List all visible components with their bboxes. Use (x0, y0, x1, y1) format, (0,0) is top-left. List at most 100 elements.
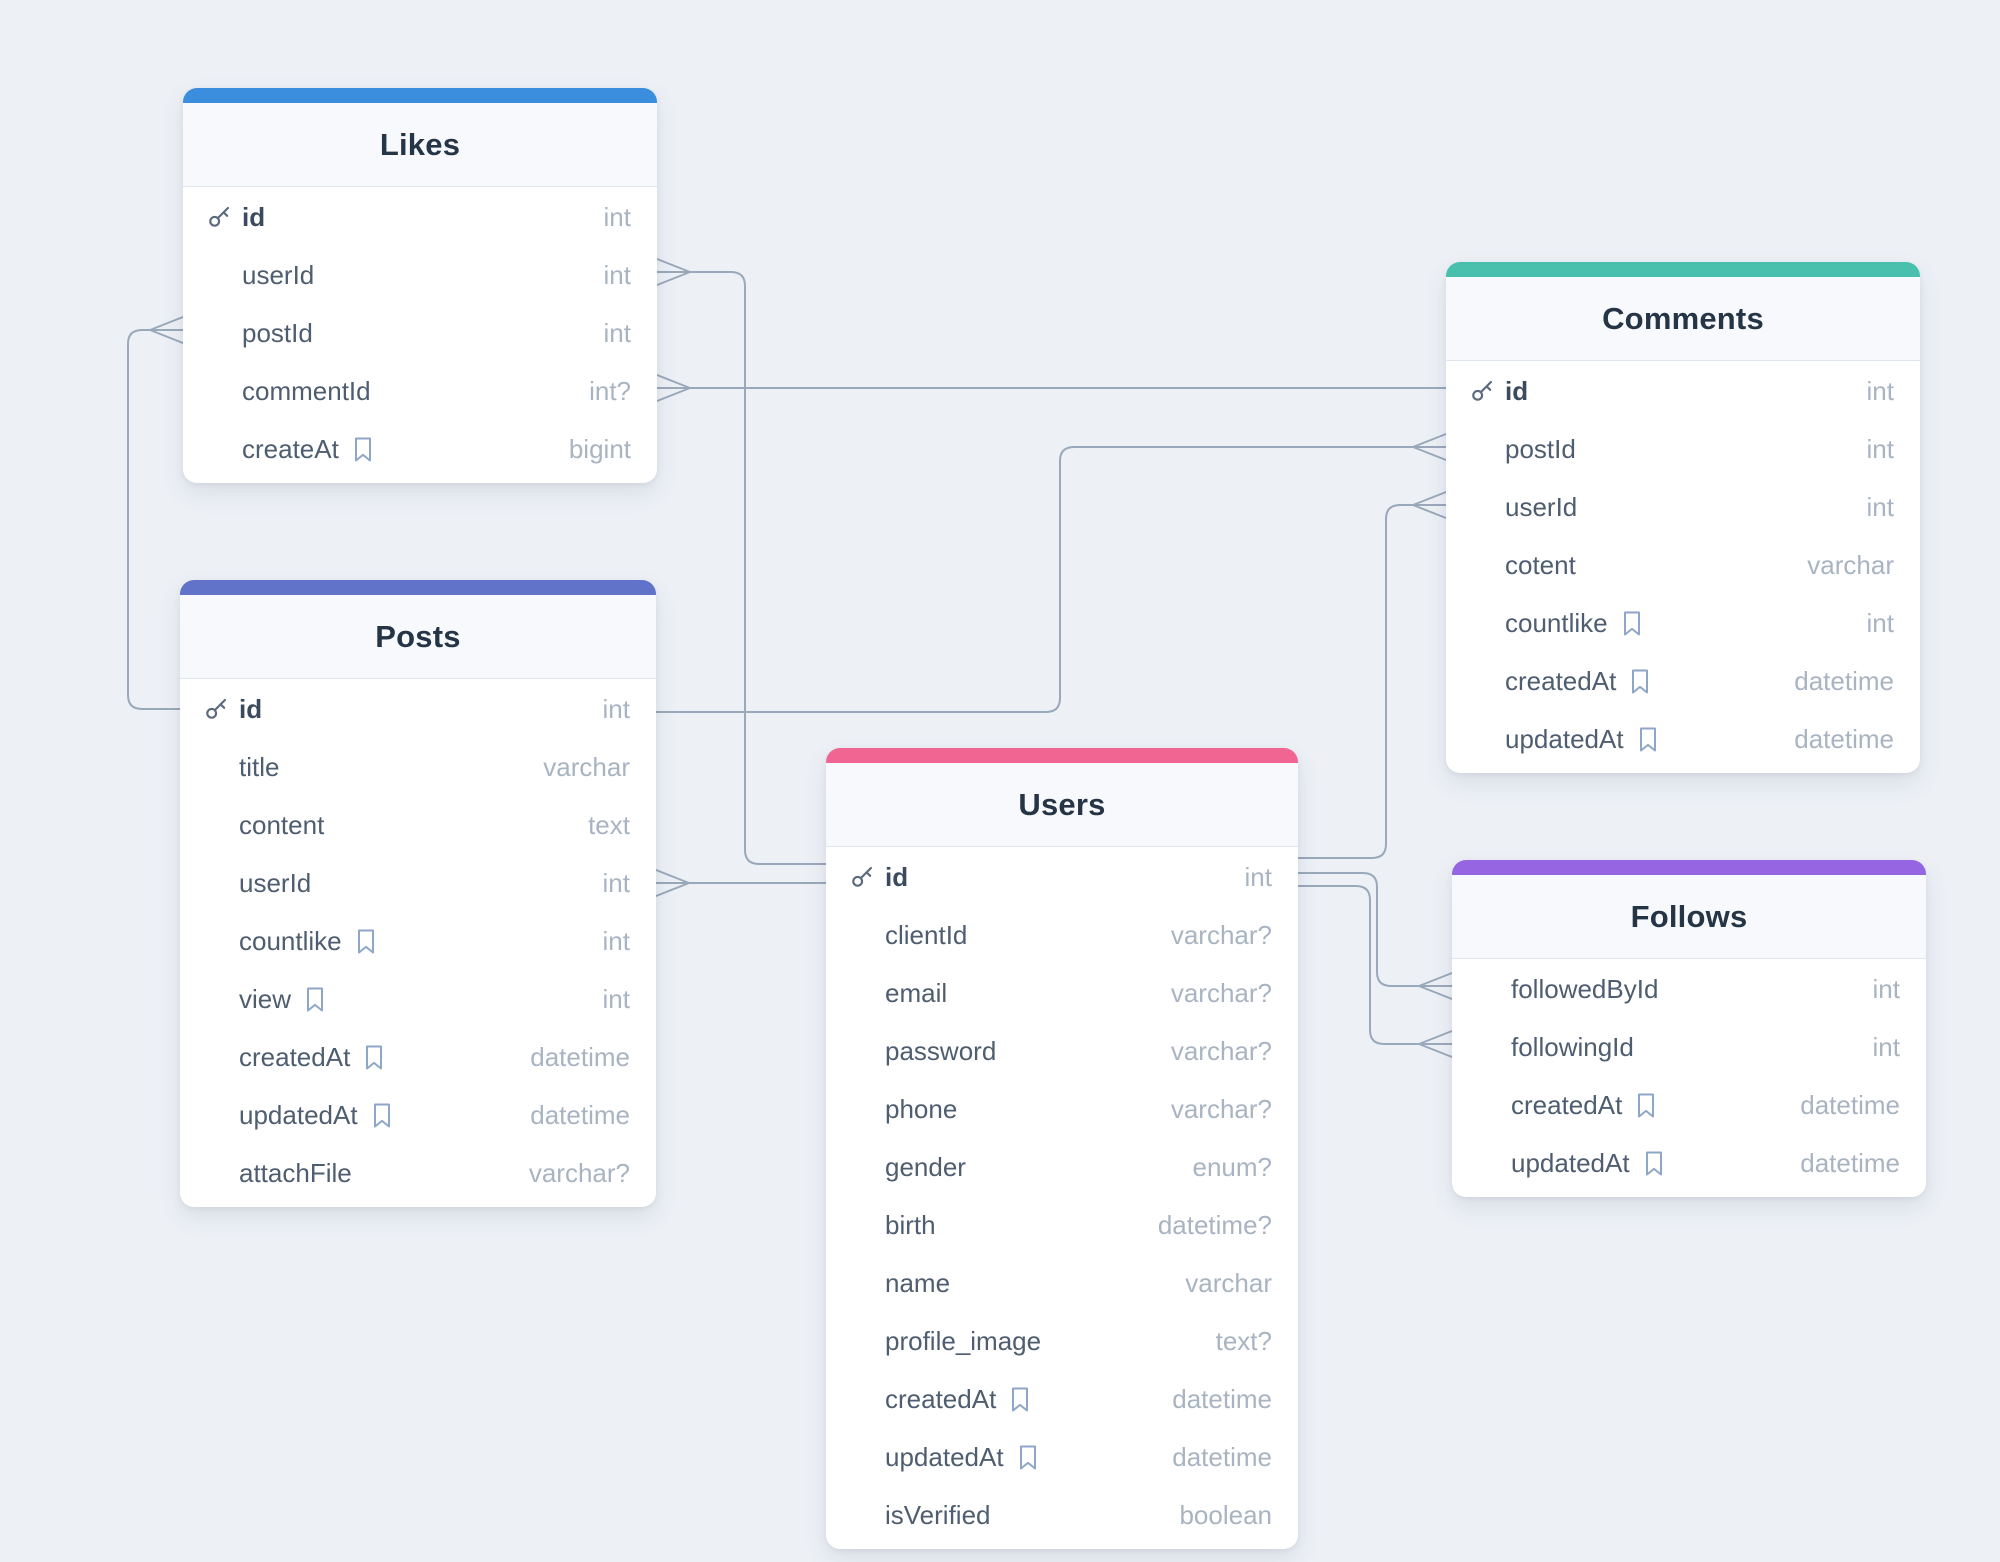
table-accent-bar (180, 580, 656, 595)
field-name: userId (242, 259, 315, 290)
table-header[interactable]: Posts (180, 595, 656, 679)
field-name: createdAt (885, 1383, 997, 1414)
field-type: varchar? (1170, 1035, 1272, 1066)
field-name: gender (885, 1151, 966, 1182)
field-type: int (603, 259, 631, 290)
table-accent-bar (1446, 262, 1920, 277)
field-type: int (1866, 375, 1894, 406)
table-header[interactable]: Comments (1446, 277, 1920, 361)
field-name-cell: password (848, 1036, 1171, 1067)
field-type: int (602, 693, 630, 724)
field-name-cell: name (848, 1268, 1185, 1299)
field-name-cell: createdAt (202, 1042, 530, 1073)
field-row-users-password[interactable]: password varchar? (826, 1022, 1298, 1080)
field-type: varchar (1807, 549, 1894, 580)
relationship-likes-userid-users-id[interactable] (656, 258, 826, 865)
field-name: birth (885, 1209, 936, 1240)
relationship-posts-userid-users-id[interactable] (655, 869, 826, 897)
relationship-comments-userid-users-id[interactable] (1298, 491, 1447, 859)
field-type: int (1244, 861, 1272, 892)
field-type: bigint (568, 433, 631, 464)
table-header[interactable]: Likes (183, 103, 657, 187)
field-name: updatedAt (885, 1441, 1004, 1472)
field-type: varchar? (528, 1157, 630, 1188)
field-type: int (1872, 973, 1900, 1004)
field-row-follows-updatedAt[interactable]: updatedAt datetime (1452, 1134, 1926, 1192)
field-type: int (1866, 433, 1894, 464)
field-name: id (242, 201, 266, 232)
bookmark-icon (1016, 1444, 1040, 1471)
bookmark-icon (1620, 610, 1644, 637)
field-name: email (885, 977, 948, 1008)
relationship-follows-followingid-users-id[interactable] (1298, 885, 1453, 1058)
table-header[interactable]: Follows (1452, 875, 1926, 959)
relationship-follows-followedbyid-users-id[interactable] (1298, 872, 1453, 1000)
field-name-cell: cotent (1468, 550, 1807, 581)
field-name: userId (1505, 491, 1578, 522)
field-type: datetime (1794, 723, 1894, 754)
field-row-likes-userId[interactable]: userId int (183, 246, 657, 304)
field-name: password (885, 1035, 997, 1066)
field-type: datetime (530, 1099, 630, 1130)
field-name: updatedAt (1511, 1147, 1630, 1178)
bookmark-icon (303, 986, 327, 1013)
table-header[interactable]: Users (826, 763, 1298, 847)
field-name: profile_image (885, 1325, 1042, 1356)
field-name-cell: userId (202, 868, 603, 899)
field-name-cell: updatedAt (202, 1100, 530, 1131)
field-type: datetime (1800, 1147, 1900, 1178)
relationship-likes-postid-posts-id[interactable] (127, 316, 184, 710)
relationship-likes-commentid-comments-id[interactable] (656, 374, 1446, 402)
field-row-posts-updatedAt[interactable]: updatedAt datetime (180, 1086, 656, 1144)
field-name-cell: commentId (205, 376, 589, 407)
field-name-cell: id (1468, 376, 1867, 407)
table-accent-bar (826, 748, 1298, 763)
field-name-cell: updatedAt (848, 1442, 1172, 1473)
field-name-cell: phone (848, 1094, 1171, 1125)
field-name: updatedAt (239, 1099, 358, 1130)
bookmark-icon (370, 1102, 394, 1129)
bookmark-icon (1628, 668, 1652, 695)
relationship-comments-postid-posts-id[interactable] (656, 433, 1447, 713)
field-name-cell: followedById (1474, 974, 1873, 1005)
field-name-cell: clientId (848, 920, 1171, 951)
